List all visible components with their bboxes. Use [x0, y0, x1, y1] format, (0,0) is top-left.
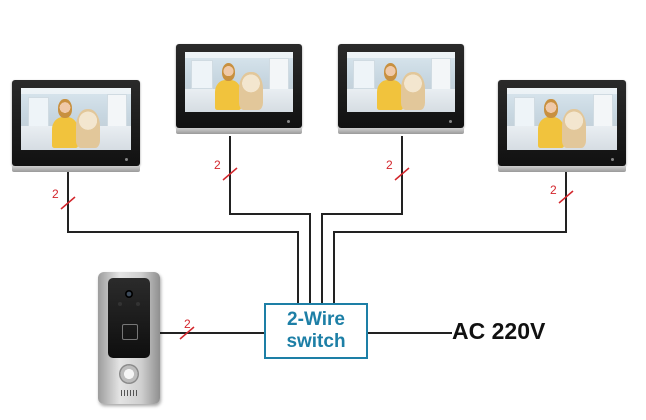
- power-label: AC 220V: [452, 318, 546, 344]
- monitor-screen: [507, 88, 617, 150]
- wire-monitor-4: [333, 172, 567, 304]
- monitor-icon: [338, 44, 464, 134]
- wire-tag-monitor-1: 2: [52, 187, 59, 201]
- door-station-icon: [98, 272, 160, 404]
- dog-image: [401, 72, 425, 110]
- dog-image: [562, 109, 587, 148]
- slash-monitor-3: [394, 167, 410, 181]
- monitor-screen: [185, 52, 293, 112]
- slash-monitor-4: [558, 190, 574, 204]
- wire-tag-monitor-2: 2: [214, 158, 221, 172]
- wire-tag-door-station: 2: [184, 317, 191, 331]
- wire-tag-monitor-3: 2: [386, 158, 393, 172]
- dog-image: [76, 109, 101, 148]
- wire-monitor-1: [67, 172, 299, 304]
- speaker-grille: [121, 390, 137, 396]
- switch-label-line1: 2-Wire: [287, 309, 345, 330]
- monitor-screen: [21, 88, 131, 150]
- slash-monitor-1: [60, 196, 76, 210]
- dog-image: [239, 72, 263, 110]
- rfid-reader-icon: [122, 324, 138, 340]
- wire-monitor-3: [321, 136, 403, 304]
- monitor-screen: [347, 52, 455, 112]
- two-wire-switch-box: 2-Wire switch: [264, 303, 368, 359]
- door-station-panel: [108, 278, 150, 358]
- slash-door-station: [179, 326, 195, 340]
- wire-tag-monitor-4: 2: [550, 183, 557, 197]
- call-button-icon: [119, 364, 139, 384]
- switch-label-line2: switch: [286, 331, 346, 352]
- slash-monitor-2: [222, 167, 238, 181]
- wire-monitor-2: [229, 136, 311, 304]
- monitor-icon: [498, 80, 626, 172]
- monitor-icon: [12, 80, 140, 172]
- monitor-icon: [176, 44, 302, 134]
- camera-icon: [125, 290, 133, 298]
